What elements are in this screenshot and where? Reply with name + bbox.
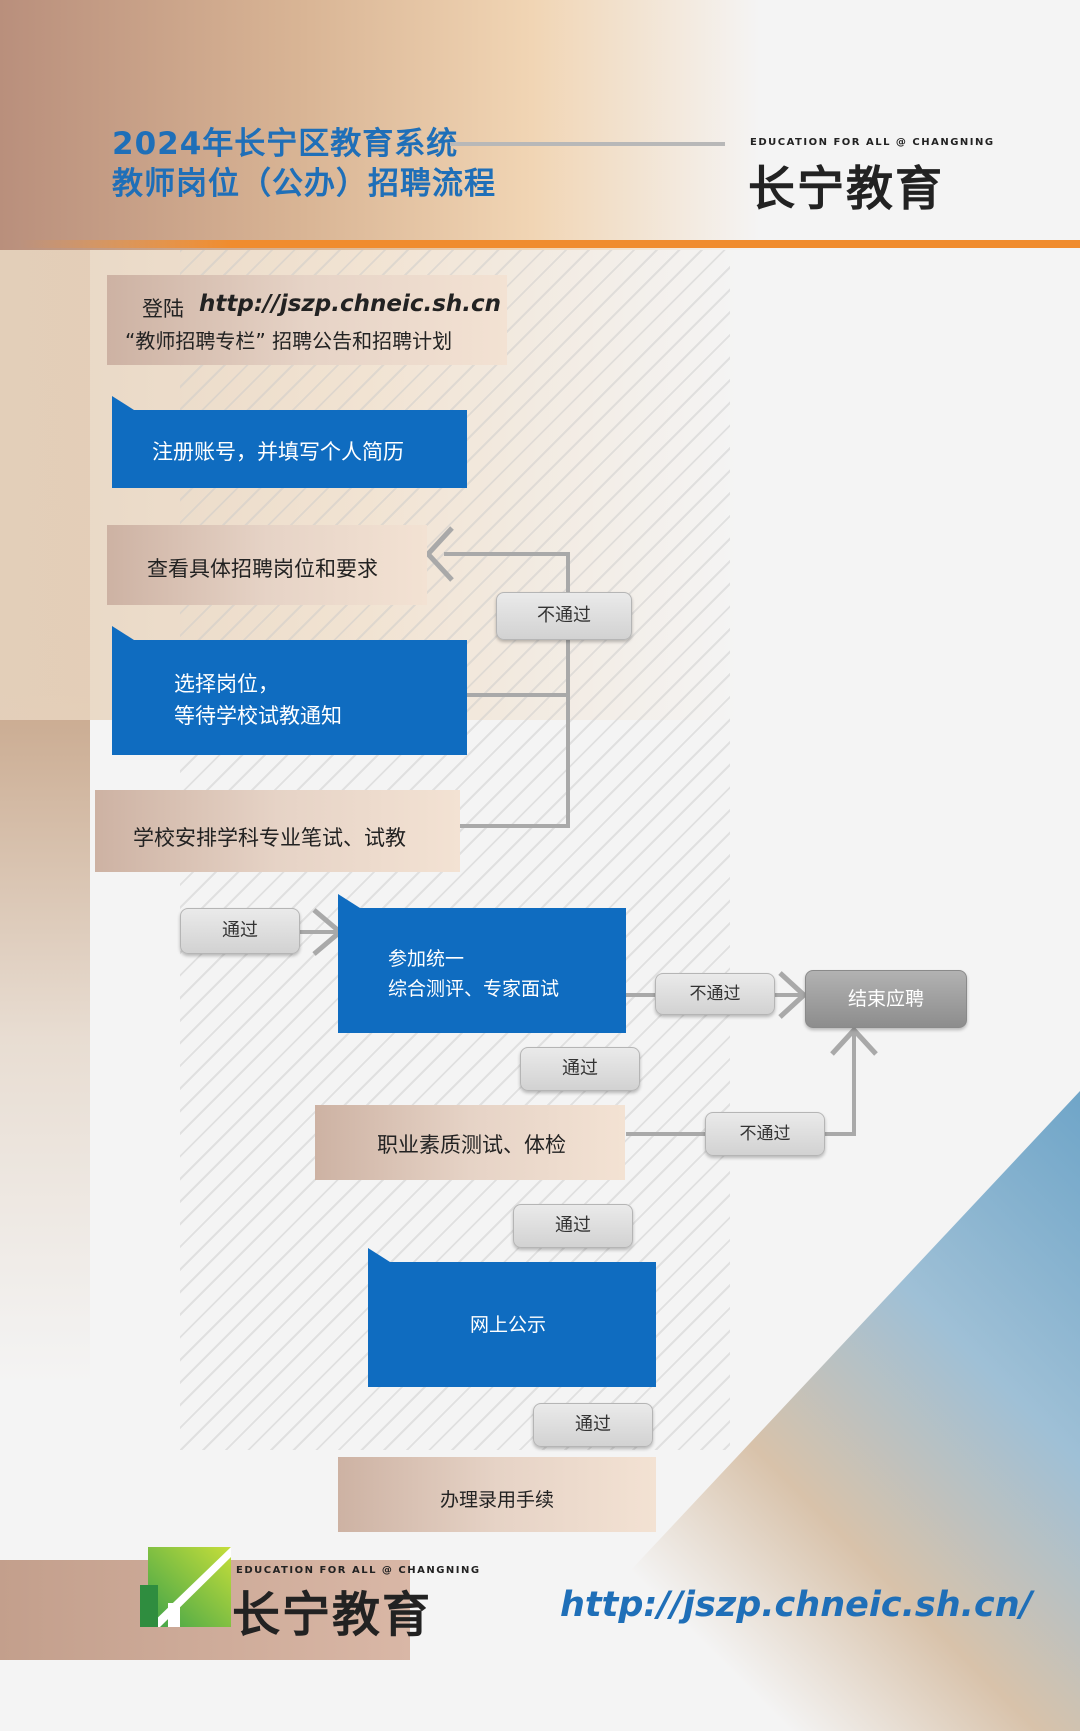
title-line-1: 2024年长宁区教育系统 bbox=[112, 126, 459, 162]
connector-end-vertical bbox=[852, 1030, 856, 1136]
bg-top-band bbox=[0, 0, 760, 250]
footer-logo-wordmark: 长宁教育 bbox=[232, 1587, 433, 1643]
connector-step4-right bbox=[460, 693, 570, 697]
changning-logo-mark-icon bbox=[140, 1547, 231, 1627]
label-pass-publicity: 通过 bbox=[533, 1403, 653, 1447]
label-pass-quality: 通过 bbox=[513, 1204, 633, 1248]
step-unified-interview-line2: 综合测评、专家面试 bbox=[388, 978, 560, 1000]
label-fail-interview: 不通过 bbox=[655, 973, 775, 1015]
step-select-position-line2: 等待学校试教通知 bbox=[174, 704, 342, 728]
arrow-head-up-to-end bbox=[830, 1026, 878, 1056]
footer-logo-tagline: EDUCATION FOR ALL @ CHANGNING bbox=[236, 1565, 481, 1576]
step-login: 登陆 http://jszp.chneic.sh.cn “教师招聘专栏” 招聘公… bbox=[107, 275, 507, 365]
step-unified-interview-line1: 参加统一 bbox=[388, 948, 465, 970]
step-hiring-procedures-text: 办理录用手续 bbox=[440, 1489, 555, 1511]
step-select-position: 选择岗位， 等待学校试教通知 bbox=[112, 626, 467, 755]
connector-fail-top bbox=[444, 552, 570, 556]
label-fail-retry: 不通过 bbox=[496, 592, 632, 640]
orange-divider bbox=[20, 240, 1080, 248]
label-fail-quality: 不通过 bbox=[705, 1112, 825, 1156]
title-line-2: 教师岗位（公办）招聘流程 bbox=[112, 166, 496, 202]
title-rule bbox=[450, 142, 725, 146]
step-quality-test-text: 职业素质测试、体检 bbox=[377, 1133, 566, 1157]
step-register-text: 注册账号，并填写个人简历 bbox=[152, 440, 404, 464]
step-school-exam: 学校安排学科专业笔试、试教 bbox=[95, 790, 460, 872]
end-application-node: 结束应聘 bbox=[805, 970, 967, 1028]
footer-url[interactable]: http://jszp.chneic.sh.cn/ bbox=[560, 1585, 1033, 1625]
step-hiring-procedures: 办理录用手续 bbox=[338, 1457, 656, 1532]
step-login-url: http://jszp.chneic.sh.cn bbox=[199, 291, 502, 317]
step-view-positions: 查看具体招聘岗位和要求 bbox=[107, 525, 427, 605]
step-register: 注册账号，并填写个人简历 bbox=[112, 396, 467, 488]
logo-wordmark: 长宁教育 bbox=[748, 162, 944, 217]
label-pass-interview: 通过 bbox=[520, 1047, 640, 1091]
step-online-publicity-text: 网上公示 bbox=[470, 1314, 547, 1336]
step-quality-test: 职业素质测试、体检 bbox=[315, 1105, 625, 1180]
connector-pass-to-step6 bbox=[280, 930, 340, 934]
step-school-exam-text: 学校安排学科专业笔试、试教 bbox=[133, 826, 406, 850]
step-login-prefix: 登陆 bbox=[142, 297, 184, 321]
arrow-head-to-step6 bbox=[312, 908, 344, 956]
step-view-positions-text: 查看具体招聘岗位和要求 bbox=[147, 557, 378, 581]
arrow-head-to-end bbox=[778, 971, 808, 1019]
step-unified-interview: 参加统一 综合测评、专家面试 bbox=[338, 894, 626, 1033]
connector-fail-vertical bbox=[566, 552, 570, 828]
step-login-line2: “教师招聘专栏” 招聘公告和招聘计划 bbox=[125, 329, 453, 353]
step-select-position-line1: 选择岗位， bbox=[174, 672, 279, 696]
step-online-publicity: 网上公示 bbox=[368, 1248, 656, 1387]
logo-tagline: EDUCATION FOR ALL @ CHANGNING bbox=[750, 137, 995, 148]
arrow-head-back-to-step3 bbox=[424, 526, 454, 582]
connector-step5-right bbox=[460, 824, 570, 828]
label-pass-to-interview: 通过 bbox=[180, 908, 300, 954]
